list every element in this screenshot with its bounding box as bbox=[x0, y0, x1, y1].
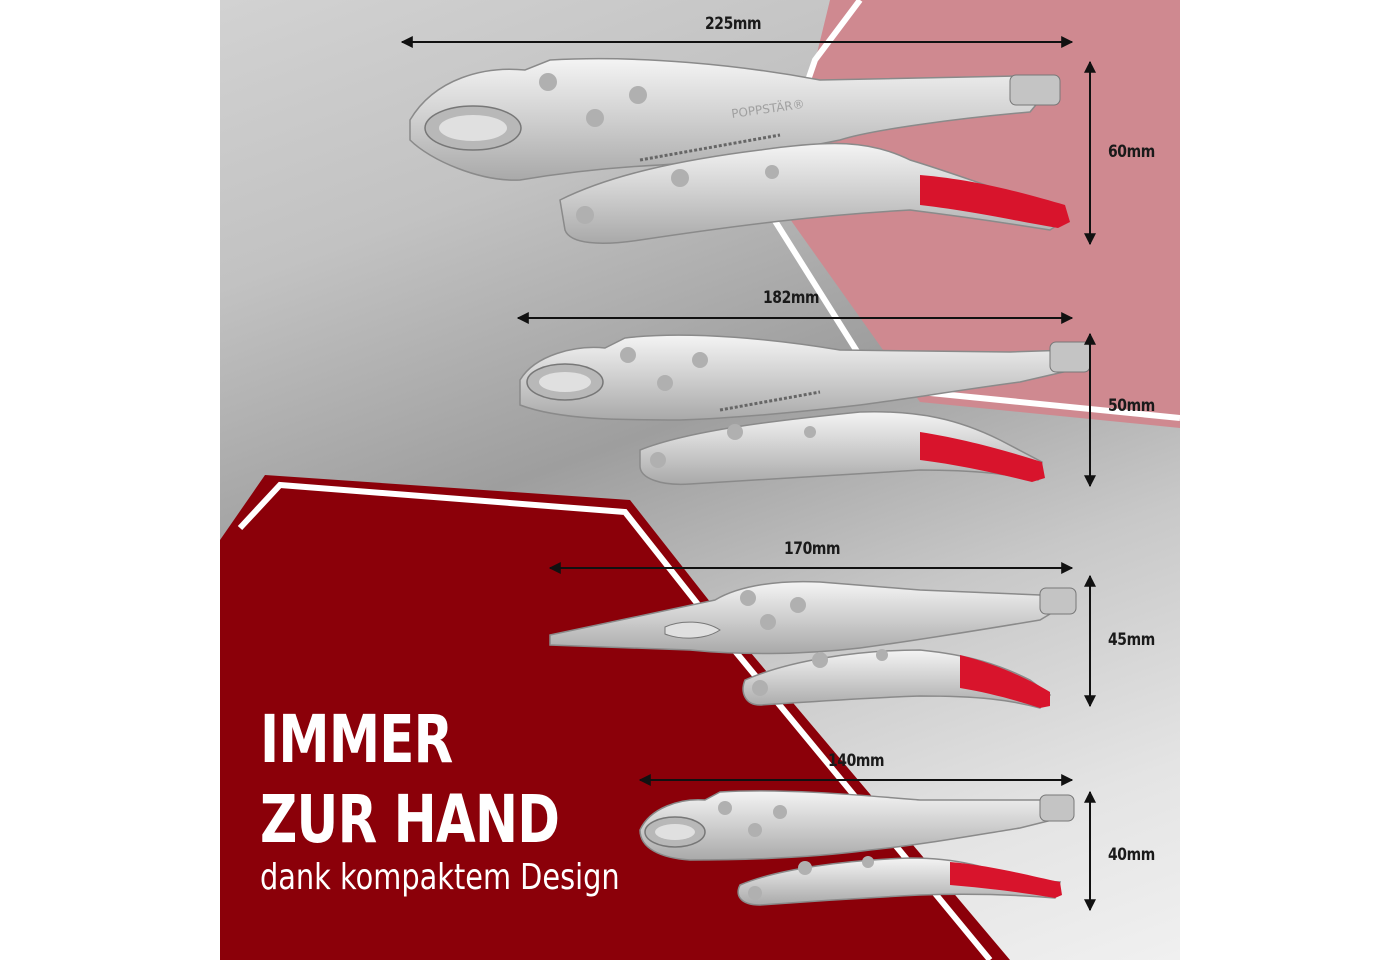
product-image: POPPSTÄR® bbox=[220, 0, 1180, 960]
headline-line-2: ZUR HAND bbox=[260, 781, 560, 858]
plier-140 bbox=[639, 790, 1075, 906]
length-label-225: 225mm bbox=[705, 14, 762, 34]
height-label-40: 40mm bbox=[1108, 845, 1155, 865]
height-label-60: 60mm bbox=[1108, 142, 1155, 162]
background-shapes: POPPSTÄR® bbox=[220, 0, 1180, 960]
height-label-45: 45mm bbox=[1108, 630, 1155, 650]
length-label-140: 140mm bbox=[828, 751, 885, 771]
plier-225: POPPSTÄR® bbox=[409, 57, 1070, 244]
length-label-182: 182mm bbox=[763, 288, 820, 308]
headline: IMMER ZUR HAND dank kompaktem Design bbox=[260, 700, 710, 898]
height-label-50: 50mm bbox=[1108, 396, 1155, 416]
white-stripe-bottom bbox=[237, 481, 993, 960]
length-label-170: 170mm bbox=[784, 539, 841, 559]
headline-subtitle: dank kompaktem Design bbox=[260, 857, 620, 898]
plier-182 bbox=[519, 334, 1091, 486]
plier-170 bbox=[549, 580, 1077, 709]
headline-line-1: IMMER bbox=[260, 701, 453, 778]
